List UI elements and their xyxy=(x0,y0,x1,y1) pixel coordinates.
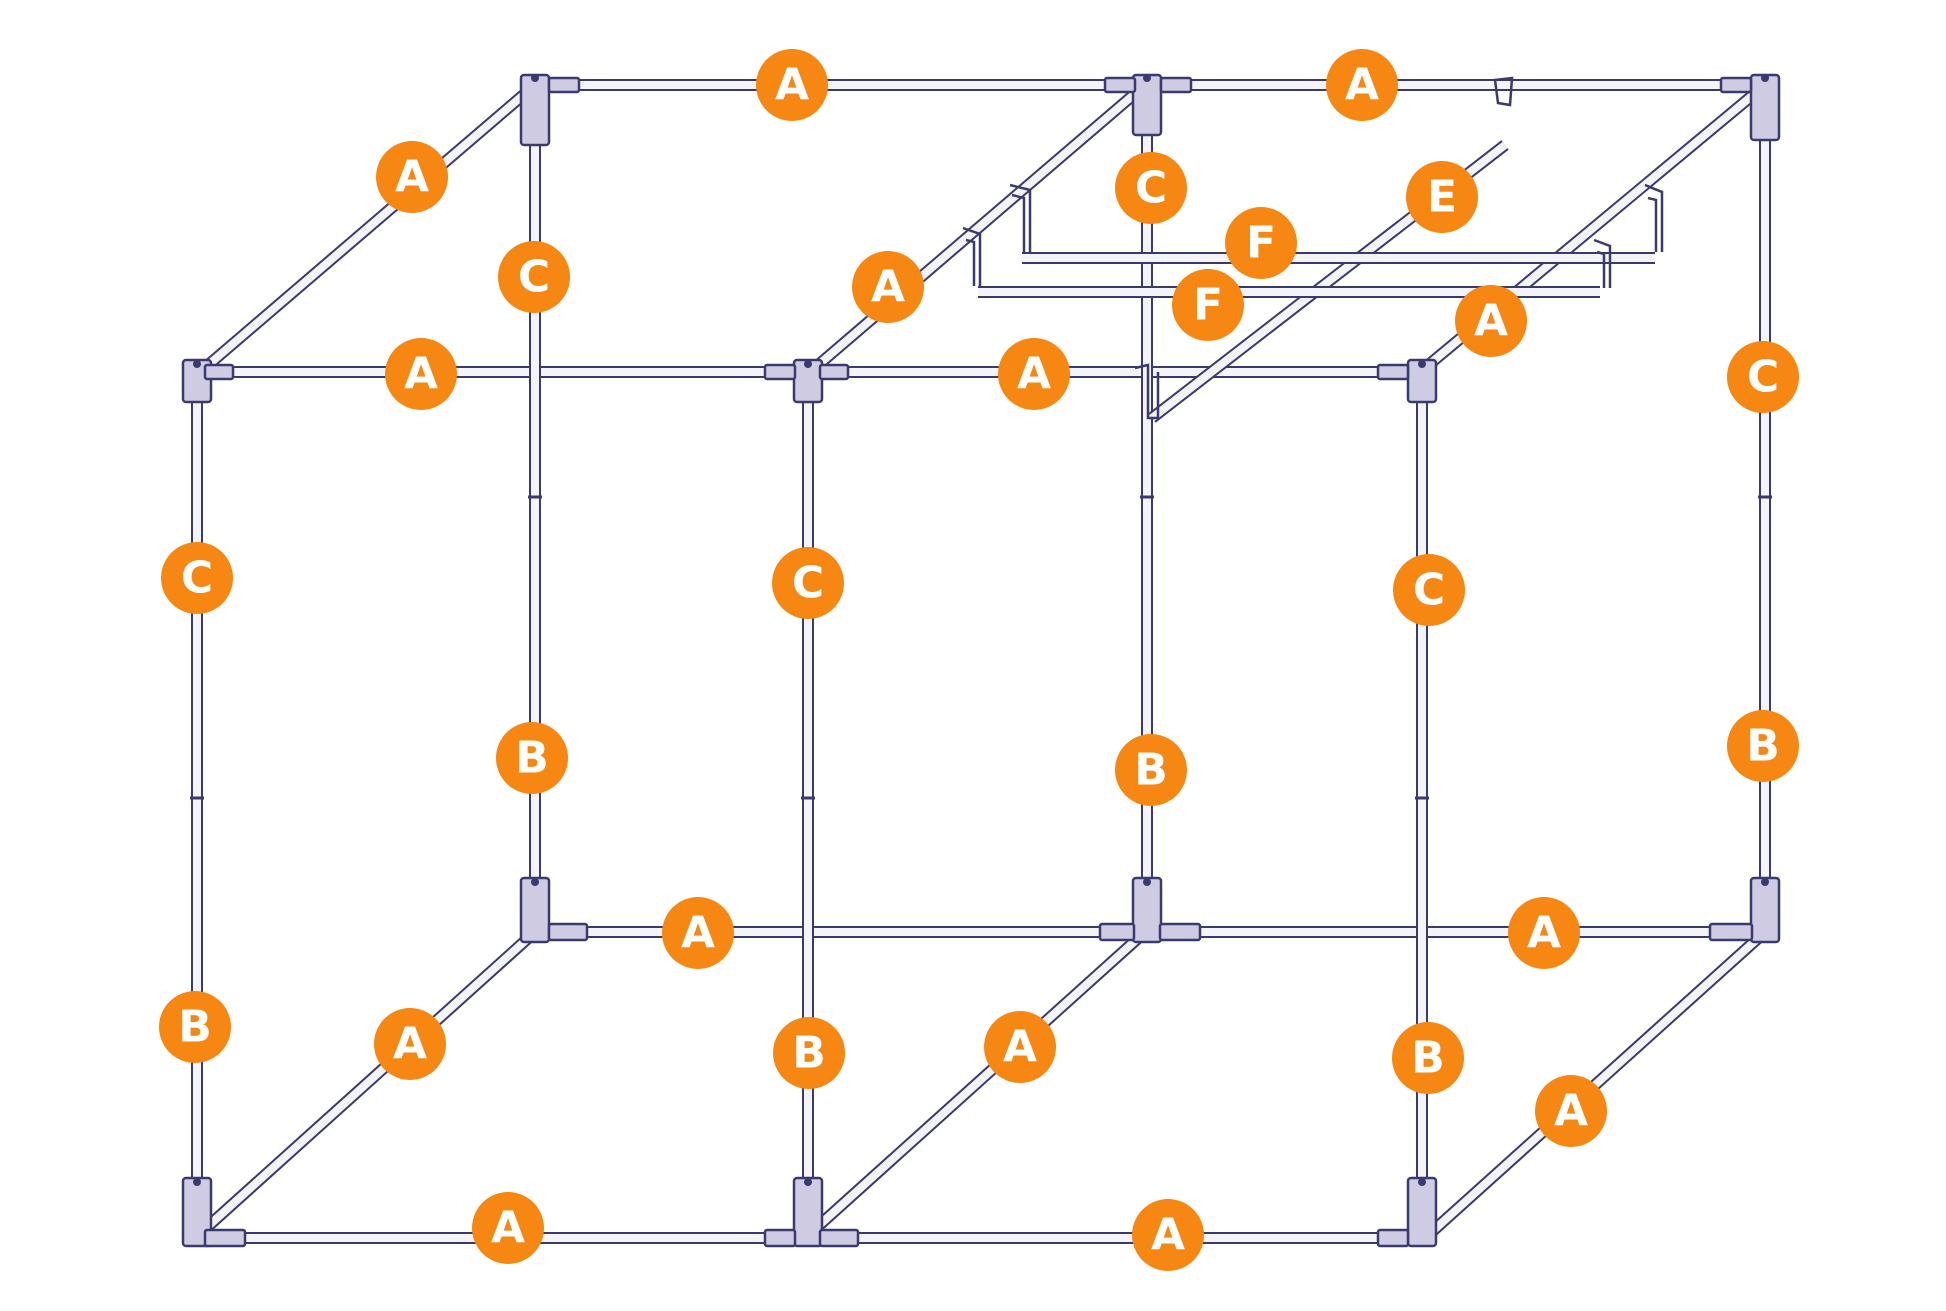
label-hanging-bar-back: F xyxy=(1225,207,1297,279)
svg-text:A: A xyxy=(1003,1022,1037,1073)
label-bottom-left-side: A xyxy=(374,1008,446,1080)
svg-text:B: B xyxy=(1134,745,1168,796)
svg-text:A: A xyxy=(775,60,809,111)
svg-text:B: B xyxy=(1411,1033,1445,1084)
pole-join-seams xyxy=(190,495,1772,800)
svg-text:C: C xyxy=(1413,565,1445,616)
label-top-back-left: A xyxy=(756,49,828,121)
label-bottom-front-right: A xyxy=(1132,1199,1204,1271)
svg-text:A: A xyxy=(1151,1210,1185,1261)
connector-top-front-left xyxy=(181,358,235,404)
connector-bottom-front-middle xyxy=(763,1176,860,1248)
svg-text:A: A xyxy=(395,152,429,203)
label-upper-back-left: C xyxy=(498,241,570,313)
connector-bottom-back-middle xyxy=(1098,876,1202,944)
svg-text:B: B xyxy=(792,1028,826,1079)
label-bottom-right-side: A xyxy=(1535,1075,1607,1147)
label-bottom-front-left: A xyxy=(472,1192,544,1264)
svg-text:C: C xyxy=(181,553,213,604)
svg-text:B: B xyxy=(178,1002,212,1053)
svg-text:A: A xyxy=(871,262,905,313)
label-lower-back-right: B xyxy=(1727,710,1799,782)
label-top-front-left: A xyxy=(385,338,457,410)
svg-text:A: A xyxy=(1527,908,1561,959)
connector-top-front-right xyxy=(1376,358,1438,404)
frame-connectors xyxy=(181,73,1781,1248)
label-upper-back-right: C xyxy=(1727,341,1799,413)
svg-text:F: F xyxy=(1246,218,1276,269)
label-top-middle-side: A xyxy=(852,251,924,323)
connector-bottom-back-left xyxy=(519,876,589,944)
label-upper-front-left: C xyxy=(161,542,233,614)
hanger-straps xyxy=(962,76,1664,420)
svg-text:E: E xyxy=(1427,172,1457,223)
label-bottom-middle-side: A xyxy=(984,1011,1056,1083)
label-lower-back-middle: B xyxy=(1115,734,1187,806)
label-hanging-bar-front: F xyxy=(1172,269,1244,341)
label-upper-front-middle: C xyxy=(772,547,844,619)
connector-top-front-middle xyxy=(763,358,850,404)
pole-top-left-side xyxy=(196,80,539,377)
label-lower-front-right: B xyxy=(1392,1022,1464,1094)
connector-top-back-left xyxy=(519,73,581,147)
svg-text:C: C xyxy=(1747,352,1779,403)
svg-text:F: F xyxy=(1193,280,1223,331)
svg-text:C: C xyxy=(1135,163,1167,214)
label-top-back-right: A xyxy=(1326,49,1398,121)
connector-top-back-middle xyxy=(1103,73,1193,137)
label-bottom-back-left: A xyxy=(662,897,734,969)
svg-text:A: A xyxy=(404,349,438,400)
svg-text:C: C xyxy=(792,558,824,609)
svg-text:A: A xyxy=(491,1203,525,1254)
label-lower-front-left: B xyxy=(159,991,231,1063)
label-top-front-right: A xyxy=(998,338,1070,410)
svg-text:B: B xyxy=(515,733,549,784)
connector-bottom-front-right xyxy=(1376,1176,1438,1248)
pole-top-middle-side xyxy=(806,80,1149,377)
svg-text:A: A xyxy=(1345,60,1379,111)
svg-text:A: A xyxy=(1474,296,1508,347)
svg-text:C: C xyxy=(518,252,550,303)
label-top-right-side: A xyxy=(1455,285,1527,357)
label-diagonal-bar: E xyxy=(1406,161,1478,233)
connector-bottom-front-left xyxy=(181,1176,247,1248)
label-upper-front-right: C xyxy=(1393,554,1465,626)
pole-bottom-left-side xyxy=(190,927,540,1243)
part-labels: A A A A A A A C C C E F F C C C B B B A … xyxy=(159,49,1799,1271)
svg-text:A: A xyxy=(1554,1086,1588,1137)
label-upper-back-middle: C xyxy=(1115,152,1187,224)
svg-text:A: A xyxy=(681,908,715,959)
label-bottom-back-right: A xyxy=(1508,897,1580,969)
pole-bottom-middle-side xyxy=(800,927,1150,1243)
svg-text:B: B xyxy=(1746,721,1780,772)
label-lower-front-middle: B xyxy=(773,1017,845,1089)
svg-text:A: A xyxy=(393,1019,427,1070)
connector-bottom-back-right xyxy=(1708,876,1781,944)
svg-text:A: A xyxy=(1017,349,1051,400)
label-top-left-side: A xyxy=(376,141,448,213)
connector-top-back-right xyxy=(1719,73,1781,142)
label-lower-back-left: B xyxy=(496,722,568,794)
